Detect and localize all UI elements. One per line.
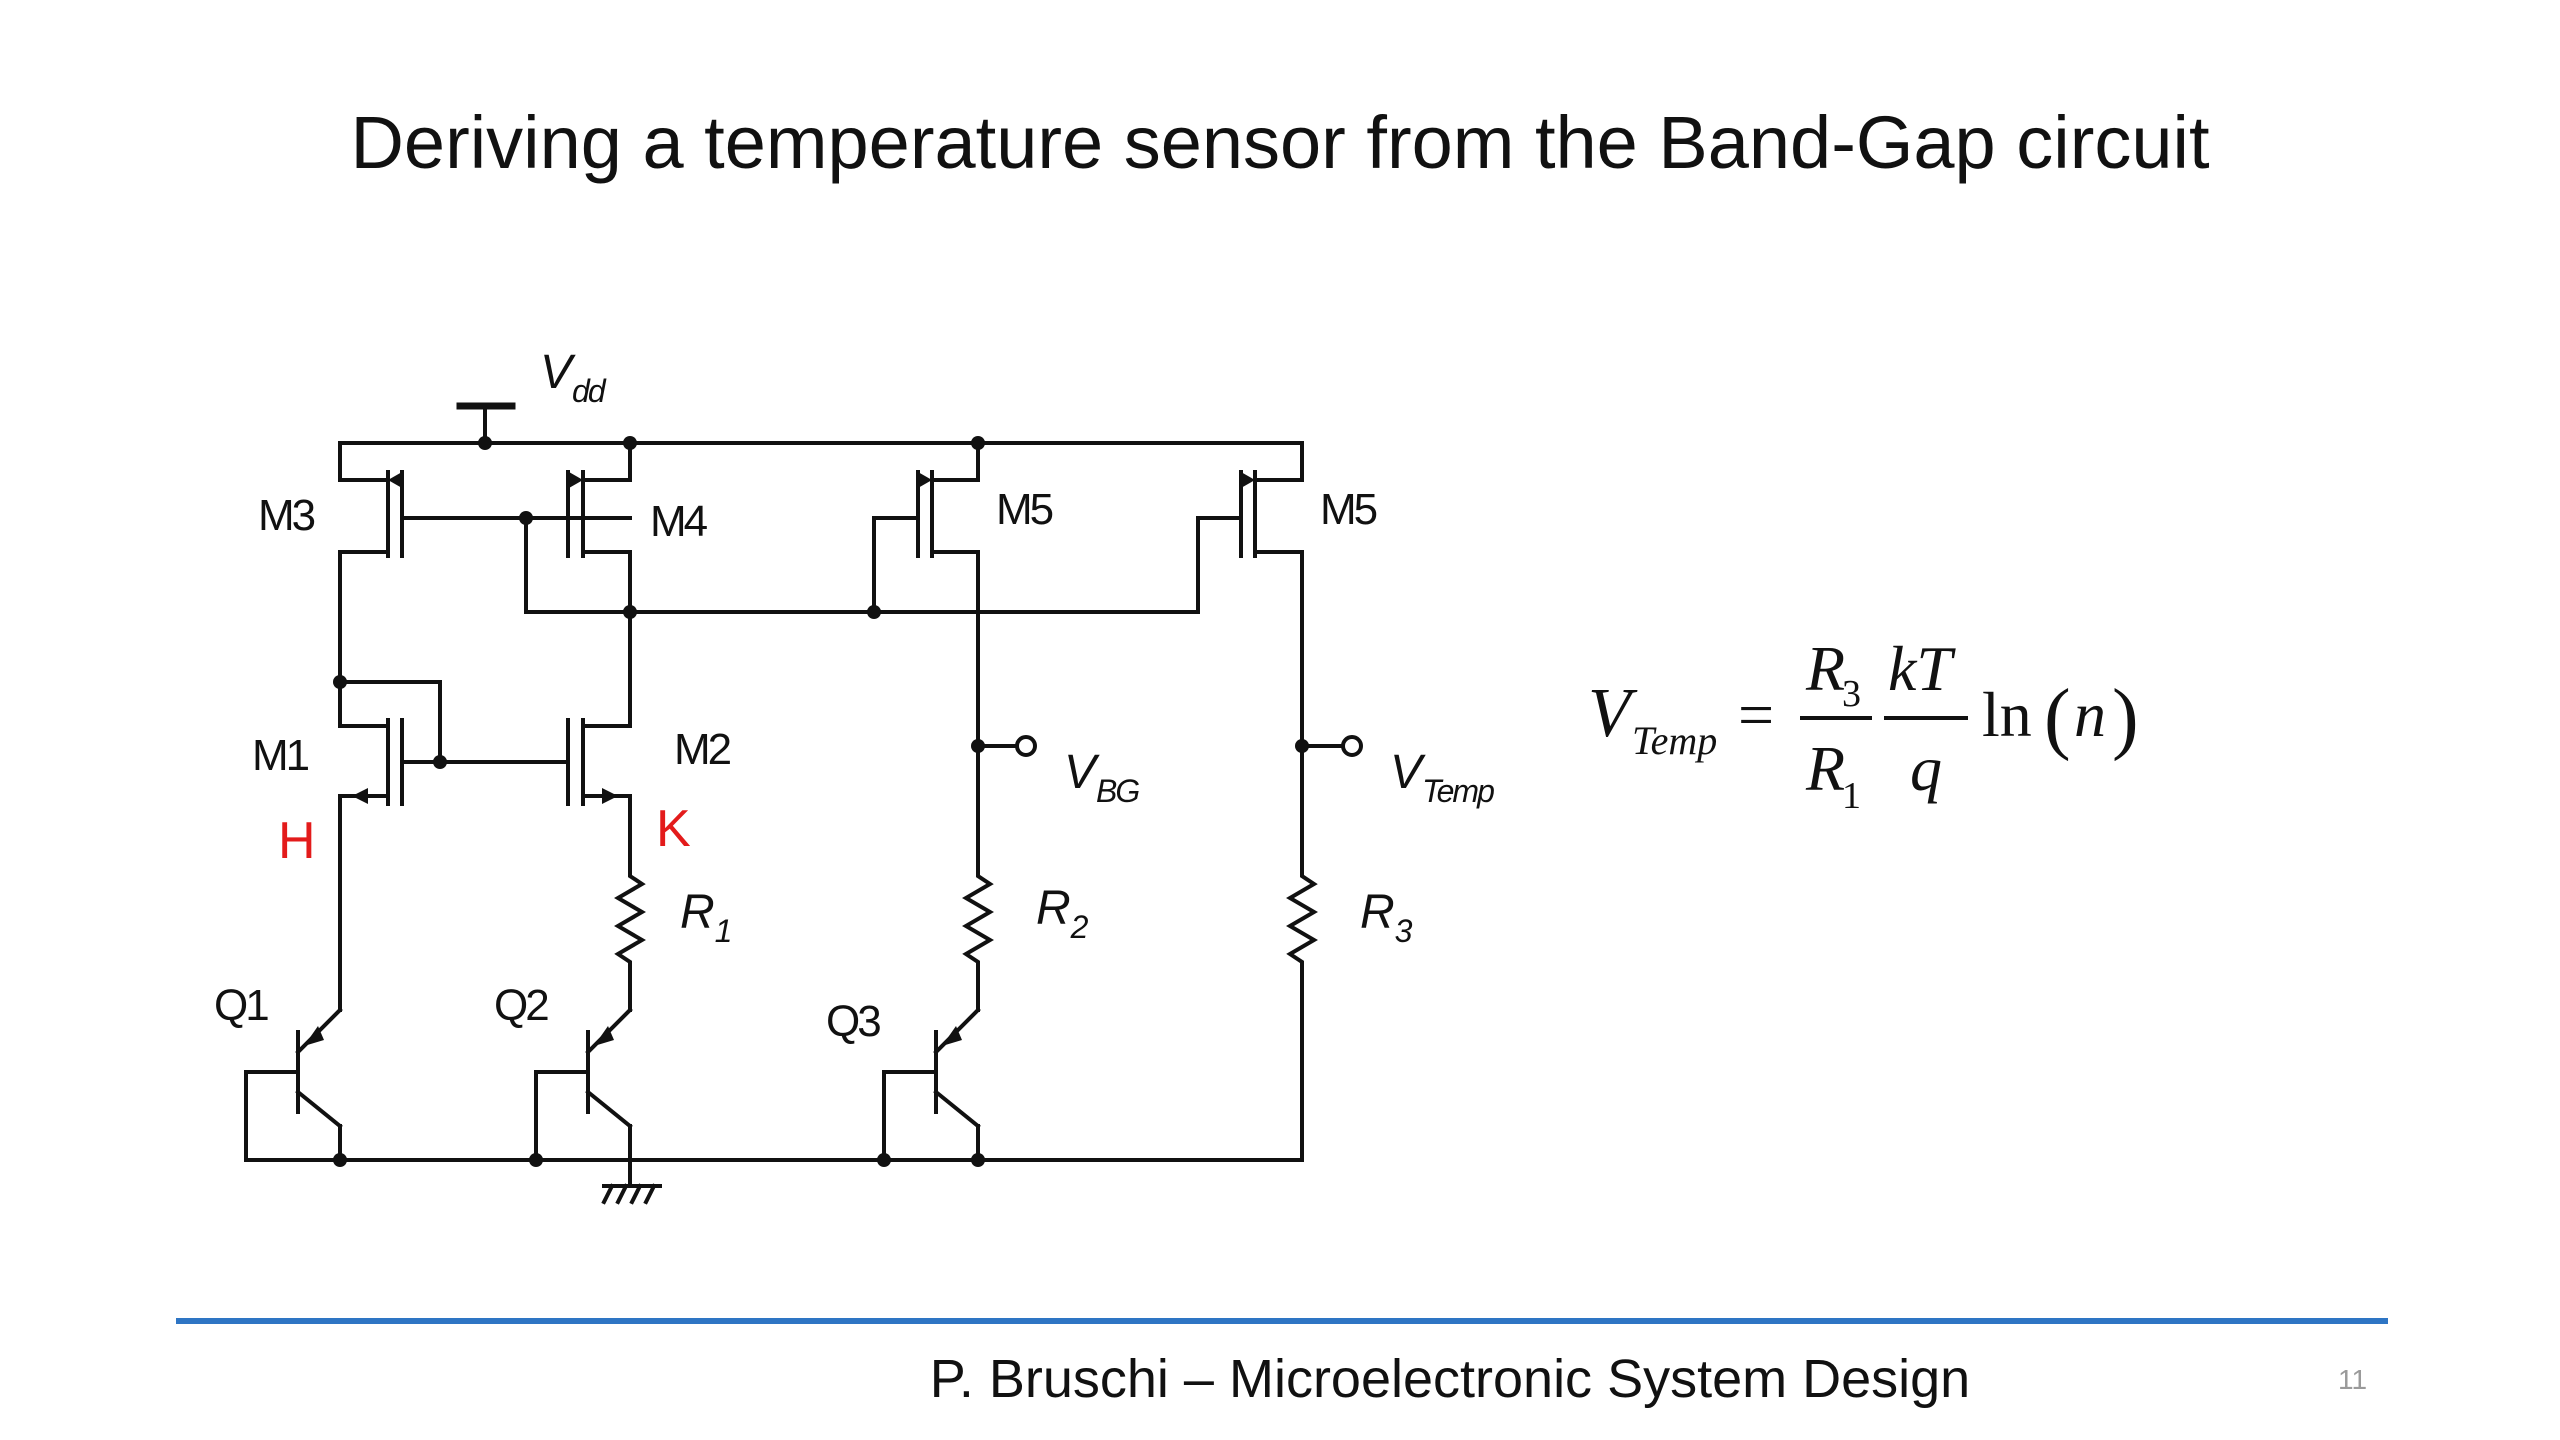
equation-r-numerator: R xyxy=(1805,633,1845,704)
vtemp-equation: V Temp = R 3 R 1 kT q ln ( n ) xyxy=(1588,633,2139,817)
q3-label: Q3 xyxy=(826,997,880,1046)
circuit-wires xyxy=(244,402,1344,1205)
equation-r-denominator-sub: 1 xyxy=(1842,775,1861,817)
r1-label: R1 xyxy=(680,886,731,949)
node-h-label: H xyxy=(278,812,316,870)
m1-label: M1 xyxy=(252,731,309,780)
q1-label: Q1 xyxy=(214,981,268,1030)
vdd-label: Vdd xyxy=(540,346,607,409)
equation-paren-close: ) xyxy=(2112,674,2139,762)
vbg-label: VBG xyxy=(1064,746,1139,809)
junction-dots xyxy=(333,436,1309,1167)
r2-label: R2 xyxy=(1036,882,1089,945)
m4-label: M4 xyxy=(650,497,708,546)
m5-right-label: M5 xyxy=(1320,485,1377,534)
slide-title: Deriving a temperature sensor from the B… xyxy=(350,101,2210,184)
m2-label: M2 xyxy=(674,725,731,774)
vtemp-terminal xyxy=(1341,735,1363,757)
device-arrows xyxy=(304,472,1255,1046)
equation-lhs-letter: V xyxy=(1588,675,1638,752)
page-number: 11 xyxy=(2338,1364,2368,1395)
m5-left-label: M5 xyxy=(996,485,1053,534)
footer-text: P. Bruschi – Microelectronic System Desi… xyxy=(929,1349,1971,1409)
equation-n: n xyxy=(2074,679,2106,750)
equation-r-numerator-sub: 3 xyxy=(1842,673,1861,715)
equation-paren-open: ( xyxy=(2044,674,2071,762)
q2-label: Q2 xyxy=(494,981,548,1030)
m3-label: M3 xyxy=(258,491,315,540)
vbg-terminal xyxy=(1015,735,1037,757)
footer-rule xyxy=(176,1318,2388,1324)
node-k-label: K xyxy=(656,800,691,858)
equation-kt: kT xyxy=(1888,633,1956,704)
equation-q: q xyxy=(1910,733,1942,804)
vtemp-label: VTemp xyxy=(1390,746,1494,809)
equation-ln: ln xyxy=(1982,679,2032,750)
r3-label: R3 xyxy=(1360,886,1413,949)
equation-lhs-sub: Temp xyxy=(1632,718,1717,763)
equation-r-denominator: R xyxy=(1805,733,1845,804)
equation-equals: = xyxy=(1738,679,1774,750)
